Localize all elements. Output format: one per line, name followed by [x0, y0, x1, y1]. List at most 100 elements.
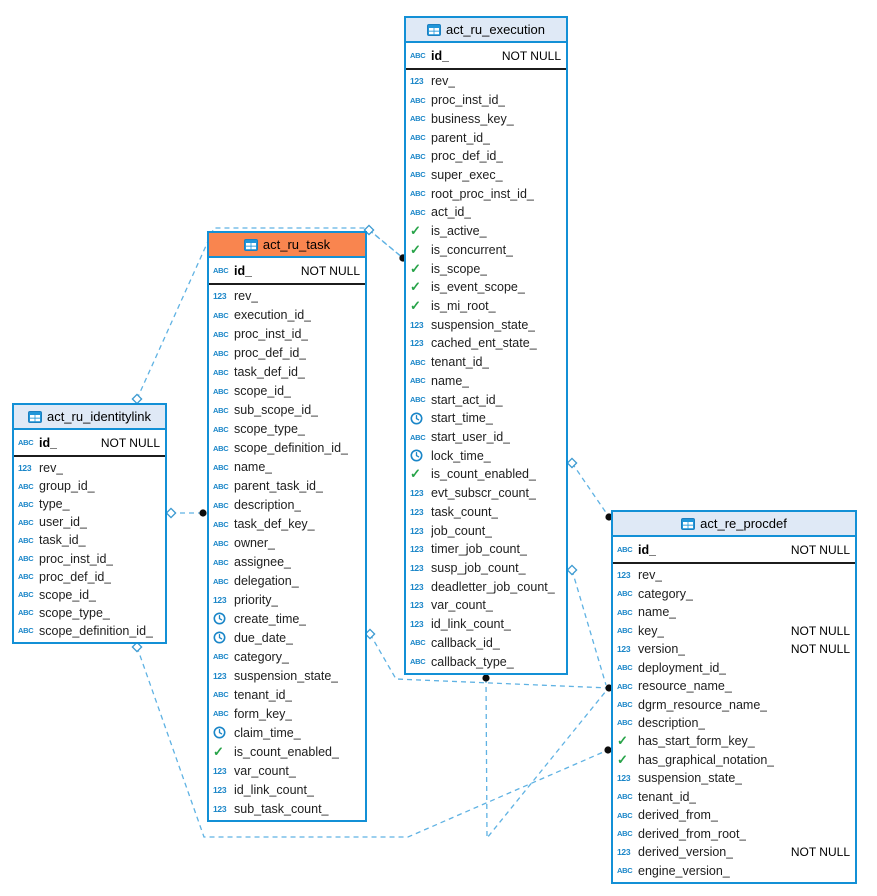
relation-line[interactable] [136, 646, 609, 838]
column-row-claim_time_[interactable]: claim_time_ [209, 723, 365, 742]
relation-line[interactable] [571, 569, 607, 686]
relation-act_ru_identitylink-to-act_re_procdef[interactable] [131, 641, 612, 838]
column-row-has_graphical_notation_[interactable]: ✓has_graphical_notation_ [613, 751, 855, 769]
column-row-has_start_form_key_[interactable]: ✓has_start_form_key_ [613, 732, 855, 750]
relation-act_ru_task-to-act_ru_execution[interactable] [363, 224, 407, 262]
column-row-is_count_enabled_[interactable]: ✓is_count_enabled_ [406, 465, 566, 484]
relation-act_ru_execution-to-act_re_procdef[interactable] [566, 564, 607, 686]
column-row-is_concurrent_[interactable]: ✓is_concurrent_ [406, 240, 566, 259]
column-row-is_scope_[interactable]: ✓is_scope_ [406, 259, 566, 278]
table-header-act_ru_execution[interactable]: act_ru_execution [406, 18, 566, 43]
relation-line[interactable] [485, 677, 607, 840]
column-row-is_event_scope_[interactable]: ✓is_event_scope_ [406, 278, 566, 297]
table-header-act_re_procdef[interactable]: act_re_procdef [613, 512, 855, 537]
relation-line[interactable] [571, 462, 610, 518]
column-row-due_date_[interactable]: due_date_ [209, 628, 365, 647]
relation-act_ru_execution-to-act_re_procdef[interactable] [482, 674, 607, 840]
relation-act_ru_identitylink-to-act_ru_task[interactable] [165, 507, 207, 519]
column-row-is_mi_root_[interactable]: ✓is_mi_root_ [406, 297, 566, 316]
column-row-is_count_enabled_[interactable]: ✓is_count_enabled_ [209, 742, 365, 761]
relation-line[interactable] [368, 229, 404, 259]
table-header-act_ru_task[interactable]: act_ru_task [209, 233, 365, 258]
relation-act_ru_execution-to-act_re_procdef[interactable] [566, 457, 613, 521]
column-row-start_time_[interactable]: start_time_ [406, 409, 566, 428]
table-header-act_ru_identitylink[interactable]: act_ru_identitylink [14, 405, 165, 430]
